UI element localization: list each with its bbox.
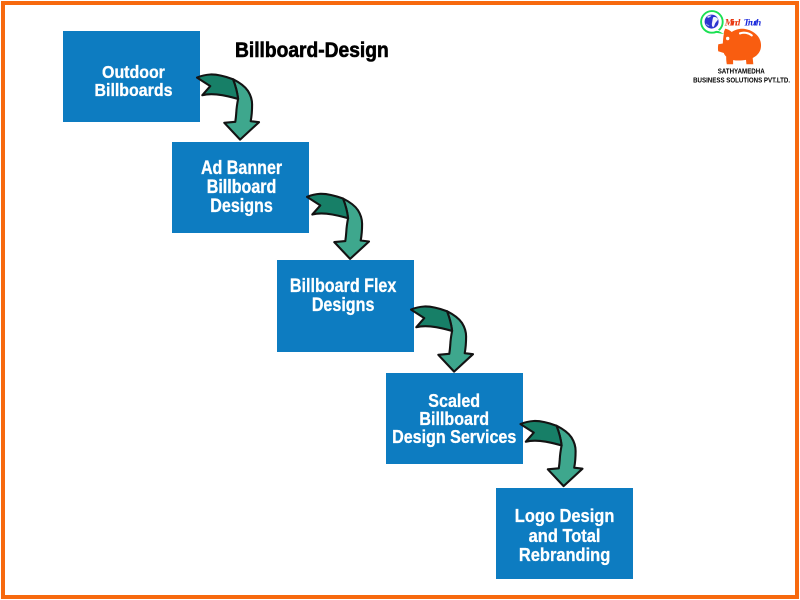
- svg-text:Truth: Truth: [744, 18, 762, 29]
- svg-text:BUSINESS SOLUTIONS PVT.LTD.: BUSINESS SOLUTIONS PVT.LTD.: [693, 75, 790, 84]
- svg-text:Mind: Mind: [724, 18, 741, 29]
- svg-text:SATHYAMEDHA: SATHYAMEDHA: [718, 66, 766, 75]
